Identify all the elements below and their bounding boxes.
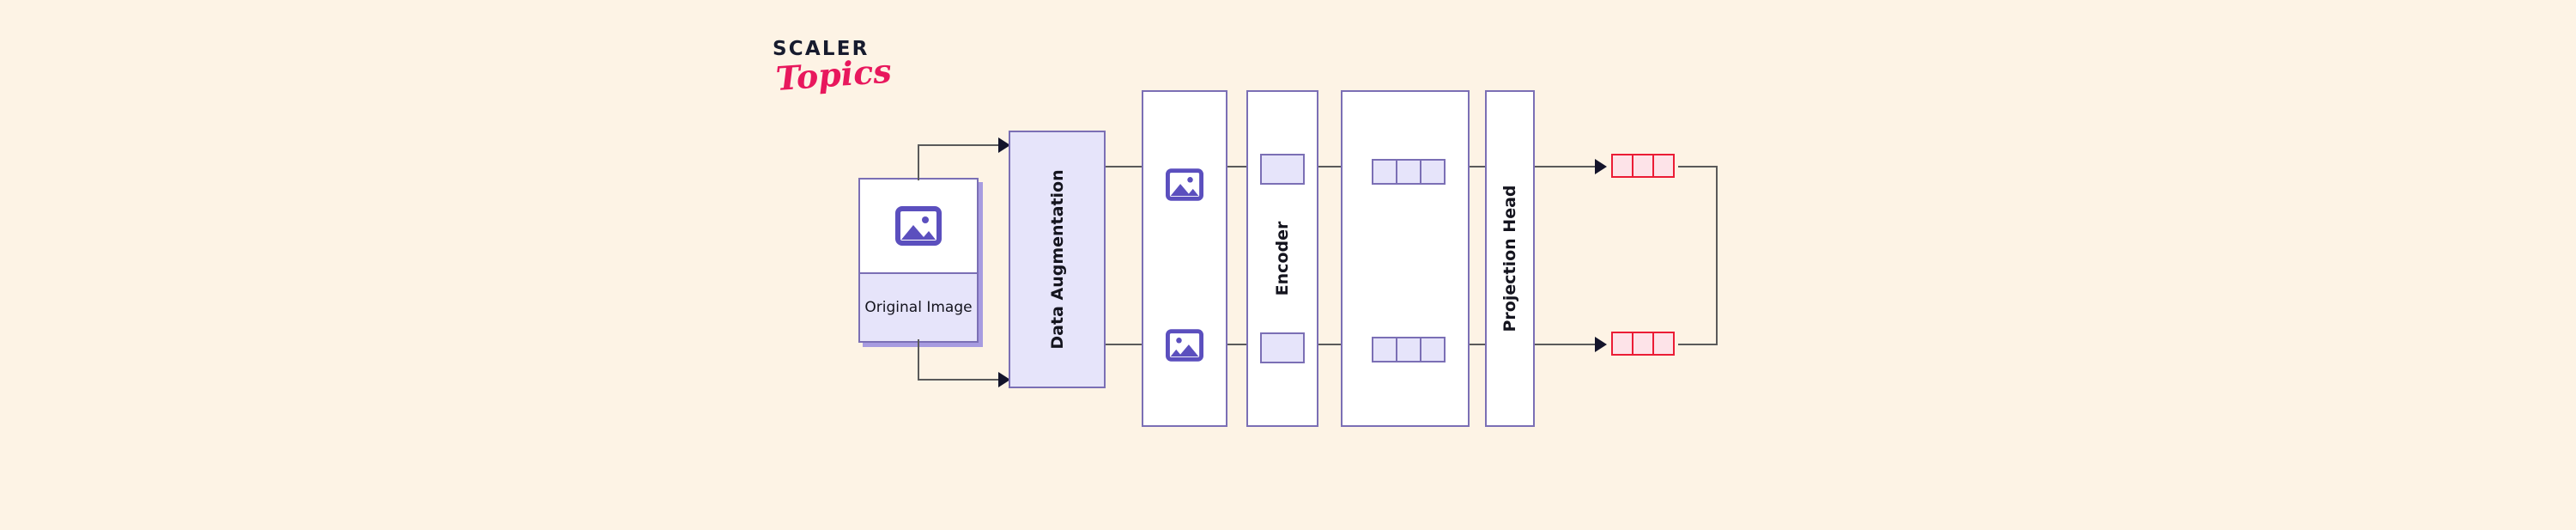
logo-topics-text: Topics	[774, 51, 894, 98]
join-bracket-bottom	[1678, 344, 1718, 345]
stage-augmented-views	[1142, 90, 1227, 427]
projection-output-1	[1611, 154, 1675, 178]
lower-branch-arrowhead	[998, 372, 1010, 387]
image-icon	[1166, 168, 1203, 201]
original-image-caption: Original Image	[860, 272, 977, 341]
logo-scaler-text: SCALER	[773, 38, 870, 60]
output-upper-arrowhead	[1595, 159, 1607, 174]
stage-projection-head-label: Projection Head	[1500, 185, 1519, 332]
repr-to-head-lower-connector	[1470, 344, 1485, 345]
view-to-encoder-upper-connector	[1227, 166, 1246, 168]
augmented-view-2	[1166, 329, 1203, 362]
head-to-output-upper-connector	[1535, 166, 1598, 168]
stage-projection-head: Projection Head	[1485, 90, 1535, 427]
join-bracket-side	[1716, 166, 1718, 345]
encoder-to-repr-lower-connector	[1318, 344, 1341, 345]
stage-representations	[1341, 90, 1470, 427]
lower-branch-horizontal	[918, 379, 1003, 381]
head-to-output-lower-connector	[1535, 344, 1598, 345]
vector-cell	[1420, 159, 1446, 185]
encoder-chip-1	[1260, 154, 1305, 185]
stage-encoder-label: Encoder	[1272, 221, 1292, 296]
stage-encoder: Encoder	[1246, 90, 1318, 427]
original-image-thumbnail	[860, 180, 977, 272]
stage-data-augmentation-label: Data Augmentation	[1047, 169, 1067, 350]
vector-cell	[1372, 159, 1397, 185]
representation-vector-2	[1372, 337, 1446, 362]
projection-output-2	[1611, 332, 1675, 356]
repr-to-head-upper-connector	[1470, 166, 1485, 168]
upper-branch-horizontal	[918, 144, 1003, 146]
output-cell	[1611, 332, 1633, 356]
lower-branch-vertical	[918, 339, 919, 381]
output-cell	[1652, 154, 1675, 178]
original-image-card: Original Image	[858, 178, 979, 343]
output-lower-arrowhead	[1595, 337, 1607, 352]
output-cell	[1611, 154, 1633, 178]
image-icon	[895, 206, 942, 246]
vector-cell	[1396, 337, 1421, 362]
output-cell	[1652, 332, 1675, 356]
encoder-to-repr-upper-connector	[1318, 166, 1341, 168]
aug-to-view-lower-connector	[1106, 344, 1142, 345]
augmented-view-1	[1166, 168, 1203, 201]
stage-data-augmentation: Data Augmentation	[1009, 131, 1106, 388]
scaler-topics-logo: SCALER Topics	[773, 40, 944, 117]
aug-to-view-upper-connector	[1106, 166, 1142, 168]
image-icon-mirrored	[1166, 329, 1203, 362]
upper-branch-arrowhead	[998, 137, 1010, 153]
vector-cell	[1420, 337, 1446, 362]
vector-cell	[1396, 159, 1421, 185]
representation-vector-1	[1372, 159, 1446, 185]
join-bracket-top	[1678, 166, 1718, 168]
vector-cell	[1372, 337, 1397, 362]
view-to-encoder-lower-connector	[1227, 344, 1246, 345]
output-cell	[1632, 154, 1654, 178]
encoder-chip-2	[1260, 332, 1305, 363]
upper-branch-vertical	[918, 144, 919, 180]
output-cell	[1632, 332, 1654, 356]
